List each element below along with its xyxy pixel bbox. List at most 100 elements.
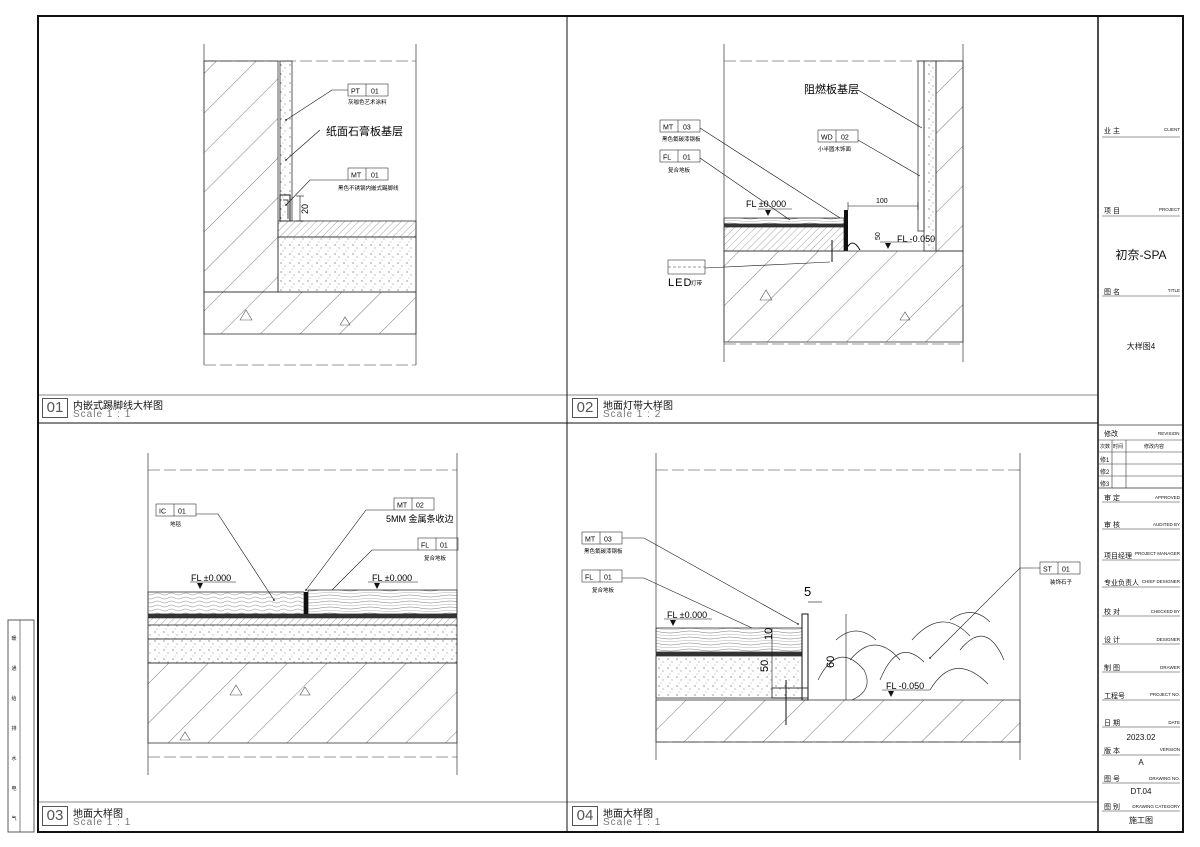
tb-date-cn: 日 期 <box>1104 720 1120 727</box>
tb-project-value: 初奈-SPA <box>1115 248 1167 262</box>
d3-level-1: FL ±0.000 <box>191 573 231 583</box>
tb-project: 项 目 PROJECT 初奈-SPA <box>1100 202 1182 282</box>
detail-02-scale: Scale 1 : 2 <box>603 409 662 420</box>
d2-fl-desc: 复合地板 <box>668 166 691 174</box>
margin-label-3: 给 <box>11 696 17 702</box>
detail-01-scale: Scale 1 : 1 <box>73 409 132 420</box>
tb-pm-cn: 项目经理 <box>1104 553 1132 560</box>
detail-01-title: 内嵌式踢脚线大样图 <box>73 401 163 412</box>
tb-designer-cn: 设 计 <box>1104 637 1120 644</box>
detail-02-title: 地面灯带大样图 <box>603 401 673 412</box>
d4-dim-5: 5 <box>804 584 811 599</box>
tb-rev-row2: 修2 <box>1100 470 1110 476</box>
tb-category-en: DRAWING CATEGORY <box>1132 804 1180 809</box>
d1-mt-desc: 黑色不锈钢内嵌式踢脚线 <box>338 184 399 192</box>
d2-fl-num: 01 <box>683 155 691 162</box>
detail-01-number: 01 <box>42 398 68 418</box>
d4-st-num: 01 <box>1062 567 1070 574</box>
d3-ic-num: 01 <box>178 509 186 516</box>
d4-fl-num: 01 <box>604 575 612 582</box>
tb-version-cn: 版 本 <box>1104 748 1120 755</box>
d2-mt-desc: 黑色氟碳漆钢板 <box>662 135 701 143</box>
tb-title-en: TITLE <box>1167 288 1180 293</box>
margin-label-7: 气 <box>11 816 17 822</box>
tb-drawer-cn: 制 图 <box>1104 665 1120 672</box>
tb-rev-col3: 修改内容 <box>1144 444 1165 450</box>
tb-designer: 设 计 DESIGNER <box>1100 632 1182 659</box>
tb-client-en: CLIENT <box>1163 127 1180 132</box>
detail-03-title: 地面大样图 <box>73 809 123 820</box>
tb-title-cn: 图 名 <box>1104 289 1120 296</box>
tb-version-en: VERSION <box>1159 747 1180 752</box>
tb-version: 版 本 VERSION A <box>1100 744 1182 771</box>
d2-fire-label: 阻燃板基层 <box>804 82 859 96</box>
detail-04-drawing <box>581 453 1081 760</box>
tb-drawing-no-value: DT.04 <box>1130 787 1152 796</box>
tb-date-en: DATE <box>1168 720 1180 725</box>
tb-chief: 专业负责人 CHIEF DESIGNER <box>1100 575 1182 602</box>
d4-mt-num: 03 <box>604 537 612 544</box>
d2-mt-num: 03 <box>683 125 691 132</box>
d3-mt-desc: 5MM 金属条收边 <box>386 513 454 524</box>
d3-mt-num: 02 <box>416 503 424 510</box>
title-block-lines <box>1097 15 1182 832</box>
d4-level-2: FL -0.050 <box>886 681 924 691</box>
tb-project-no-cn: 工程号 <box>1104 693 1125 700</box>
tb-category-cn: 图 别 <box>1104 804 1120 811</box>
d1-pt-num: 01 <box>371 89 379 96</box>
tb-client-cn: 业 主 <box>1104 128 1120 135</box>
tb-version-value: A <box>1138 758 1144 767</box>
d4-dim-50: 50 <box>759 660 771 672</box>
detail-01-drawing <box>203 44 417 366</box>
tb-project-no: 工程号 PROJECT NO. <box>1100 688 1182 715</box>
tb-date: 日 期 DATE 2023.02 <box>1100 716 1182 743</box>
tb-rev-row1: 修1 <box>1100 458 1110 464</box>
tb-project-en: PROJECT <box>1158 207 1180 212</box>
d1-dim-20: 20 <box>300 204 310 214</box>
d3-ic-desc: 地毯 <box>170 520 182 528</box>
d2-mt-code: MT <box>663 125 674 132</box>
detail-03-number: 03 <box>42 806 68 826</box>
d2-wd-desc: 小半圆木饰面 <box>818 145 852 153</box>
d4-st-desc: 装饰石子 <box>1050 578 1073 586</box>
detail-02-number: 02 <box>572 398 598 418</box>
tb-approved-cn: 审 定 <box>1104 495 1120 502</box>
margin-label-5: 水 <box>11 756 17 762</box>
d4-dim-10: 10 <box>763 628 775 640</box>
d2-dim-50: 50 <box>875 232 882 240</box>
d4-fl-desc: 复合地板 <box>592 586 615 594</box>
tb-chief-en: CHIEF DESIGNER <box>1141 579 1180 584</box>
margin-label-1: 暖 <box>11 636 17 642</box>
detail-03-scale: Scale 1 : 1 <box>73 817 132 828</box>
margin-stamp-table <box>7 619 35 833</box>
d4-mt-code: MT <box>585 537 596 544</box>
d2-level-2: FL -0.050 <box>897 234 935 244</box>
d1-mt-code: MT <box>351 173 362 180</box>
d2-wd-code: WD <box>821 135 833 142</box>
d4-mt-desc: 黑色氟碳漆钢板 <box>584 547 623 555</box>
tb-drawer: 制 图 DRAWER <box>1100 660 1182 687</box>
d2-wd-num: 02 <box>841 135 849 142</box>
tb-category-value: 施工图 <box>1129 816 1153 825</box>
d3-fl-code: FL <box>421 543 429 550</box>
detail-03-drawing <box>147 453 459 775</box>
d3-ic-code: IC <box>159 509 166 516</box>
d1-gypsum-label: 纸面石膏板基层 <box>326 124 403 138</box>
tb-date-value: 2023.02 <box>1126 733 1156 742</box>
tb-drawing-no-cn: 图 号 <box>1104 776 1120 783</box>
tb-audited: 审 核 AUDITED BY <box>1100 517 1182 544</box>
d2-led-label: LED <box>668 277 692 289</box>
d1-pt-code: PT <box>351 89 361 96</box>
tb-designer-en: DESIGNER <box>1156 637 1180 642</box>
d3-fl-desc: 复合地板 <box>424 554 447 562</box>
d3-mt-code: MT <box>397 503 408 510</box>
tb-drawer-en: DRAWER <box>1160 665 1180 670</box>
d1-pt-desc: 灰咖色艺术涂料 <box>348 98 387 106</box>
d4-dim-60: 60 <box>825 656 837 668</box>
margin-label-2: 通 <box>11 666 17 672</box>
tb-approved: 审 定 APPROVED <box>1100 490 1182 517</box>
tb-pm-en: PROJECT MANAGER <box>1135 551 1180 556</box>
